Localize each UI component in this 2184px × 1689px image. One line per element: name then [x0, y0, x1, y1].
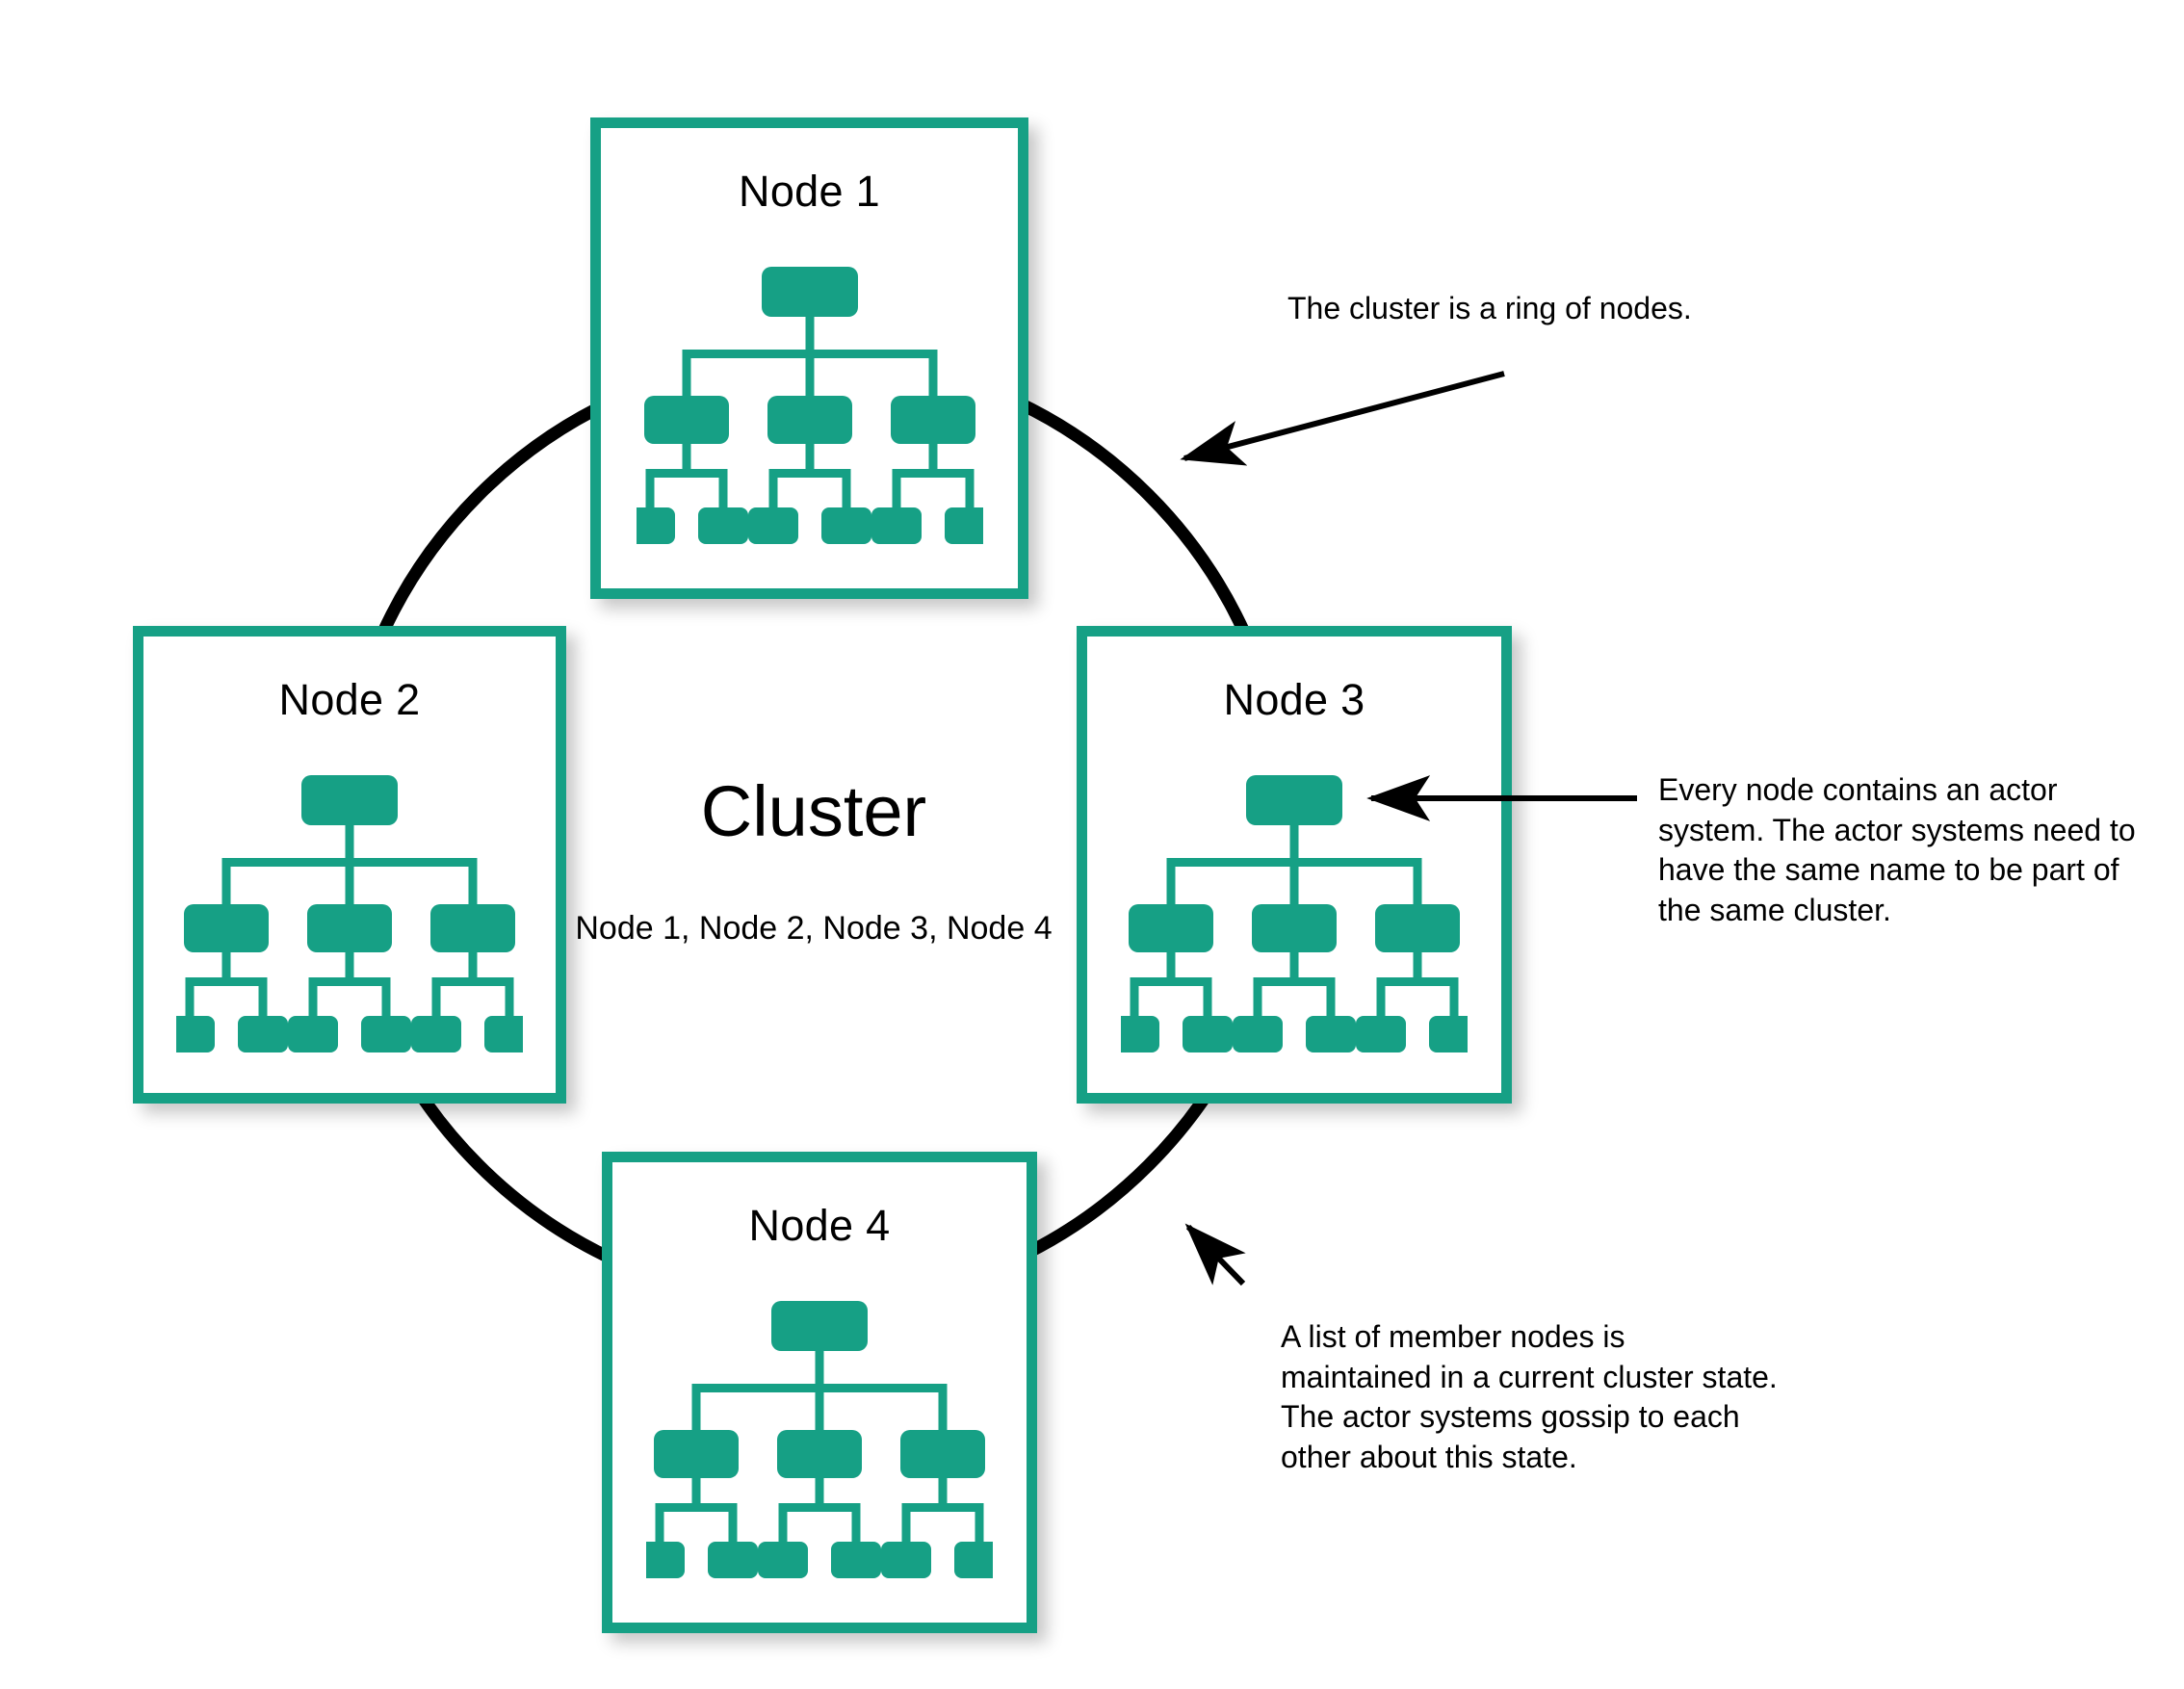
- callout-actor-system: Every node contains an actor system. The…: [1658, 772, 2136, 927]
- actor-system-tree: [176, 775, 523, 1052]
- node-title-4: Node 4: [748, 1201, 891, 1250]
- callout-ring: The cluster is a ring of nodes.: [1287, 291, 1692, 325]
- callout-cluster-state: A list of member nodes is maintained in …: [1281, 1319, 1778, 1474]
- callout-cluster-state-arrow: [1184, 1223, 1246, 1286]
- node-title-2: Node 2: [278, 675, 421, 724]
- cluster-title: Cluster: [700, 771, 927, 851]
- node-card-2[interactable]: Node 2: [133, 626, 566, 1104]
- actor-system-tree: [1121, 775, 1468, 1052]
- cluster-members-list: Node 1, Node 2, Node 3, Node 4: [575, 910, 1053, 947]
- node-card-1[interactable]: Node 1: [590, 117, 1028, 599]
- node-title-1: Node 1: [739, 167, 880, 216]
- node-card-4[interactable]: Node 4: [602, 1152, 1037, 1633]
- actor-system-tree: [636, 267, 983, 544]
- callout-ring-arrow: [1180, 371, 1505, 466]
- node-card-3[interactable]: Node 3: [1077, 626, 1512, 1104]
- actor-system-tree: [646, 1301, 993, 1578]
- node-title-3: Node 3: [1223, 675, 1365, 724]
